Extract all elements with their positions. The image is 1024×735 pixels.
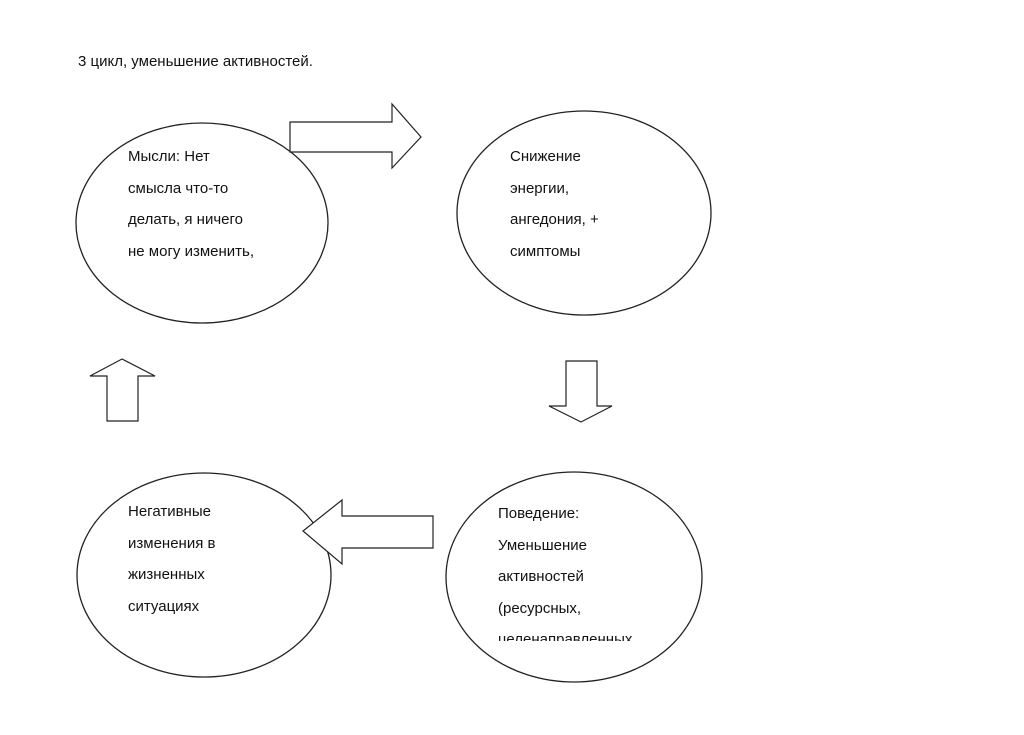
thoughts-line: Мысли: Нет	[128, 148, 210, 165]
behavior-line: активностей	[498, 568, 584, 585]
energy-node-text: Снижение энергии, ангедония, + симптомы	[510, 141, 599, 267]
energy-oval	[456, 110, 712, 316]
negative-line: ситуациях	[128, 597, 200, 615]
behavior-line: целенаправленных	[498, 631, 633, 641]
negative-line: изменения в	[128, 534, 216, 552]
energy-line: ангедония, +	[510, 211, 599, 228]
thoughts-line: делать, я ничего	[128, 211, 243, 228]
negative-line: жизненных	[128, 566, 205, 583]
thoughts-line: смысла что-то	[128, 179, 229, 197]
arrow-down	[548, 360, 613, 423]
negative-oval	[76, 472, 332, 678]
negative-node-text: Негативные изменения в жизненных ситуаци…	[128, 496, 215, 622]
behavior-node-text: Поведение: Уменьшение активностей (ресур…	[498, 498, 632, 641]
thoughts-oval	[75, 122, 329, 324]
energy-line: энергии,	[510, 179, 570, 197]
behavior-line: Уменьшение	[498, 536, 587, 554]
arrow-up	[89, 358, 156, 422]
negative-line: Негативные	[128, 503, 211, 520]
behavior-line: (ресурсных,	[498, 599, 582, 617]
arrow-left	[302, 498, 434, 566]
thoughts-node-text: Мысли: Нет смысла что-то делать, я ничег…	[128, 141, 254, 267]
thoughts-line: не могу изменить,	[128, 242, 255, 260]
behavior-oval	[445, 471, 703, 683]
behavior-line: Поведение:	[498, 505, 580, 522]
arrow-right	[289, 102, 422, 170]
energy-line: Снижение	[510, 148, 581, 165]
diagram-title: 3 цикл, уменьшение активностей.	[78, 53, 313, 70]
energy-line: симптомы	[510, 242, 581, 260]
